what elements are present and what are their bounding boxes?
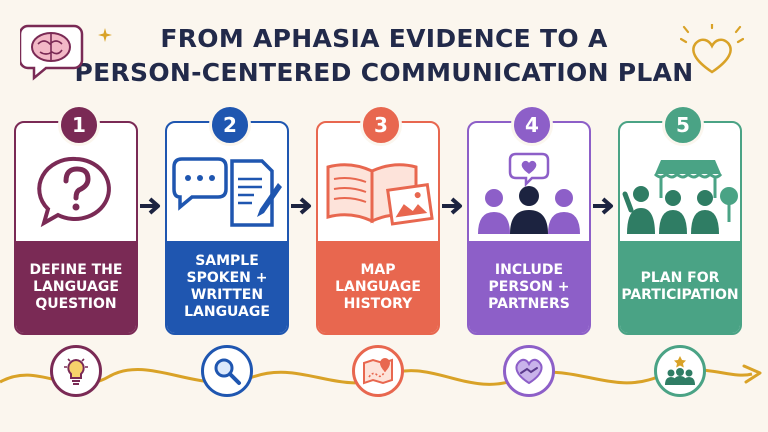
step-4-label-line: INCLUDE [494, 261, 564, 278]
step-label-2: SAMPLE SPOKEN + WRITTEN LANGUAGE [167, 241, 287, 333]
step-label-5: PLAN FOR PARTICIPATION [620, 241, 740, 333]
step-1-label-line: DEFINE THE [29, 261, 123, 278]
step-card-3: MAP LANGUAGE HISTORY [316, 121, 440, 335]
step-1-label-line: LANGUAGE [33, 278, 119, 295]
handshake-heart-icon [503, 345, 555, 397]
arrow-right-icon [593, 197, 613, 215]
step-card-2: SAMPLE SPOKEN + WRITTEN LANGUAGE [165, 121, 289, 335]
page-title-line-2: PERSON-CENTERED COMMUNICATION PLAN [74, 58, 694, 87]
brain-speech-icon [20, 24, 84, 81]
lightbulb-icon [50, 345, 102, 397]
arrow-right-icon [140, 197, 160, 215]
step-card-4: INCLUDE PERSON + PARTNERS [467, 121, 591, 335]
page-title-line-1: FROM APHASIA EVIDENCE TO A [160, 24, 608, 53]
step-2-label-line: SAMPLE [195, 253, 259, 269]
question-bubble-icon [37, 156, 111, 228]
step-number-4: 4 [511, 104, 553, 146]
step-2-label-line: WRITTEN [190, 287, 264, 303]
step-2-label-line: SPOKEN + [186, 270, 268, 286]
step-number-1: 1 [58, 104, 100, 146]
step-label-1: DEFINE THE LANGUAGE QUESTION [16, 241, 136, 333]
step-4-label-line: PARTNERS [488, 295, 570, 312]
step-label-3: MAP LANGUAGE HISTORY [318, 241, 438, 333]
step-label-4: INCLUDE PERSON + PARTNERS [469, 241, 589, 333]
arrow-right-icon [291, 197, 311, 215]
heart-icon [680, 24, 744, 74]
speech-and-document-icon [172, 157, 282, 227]
community-market-icon [622, 160, 738, 234]
step-card-1: DEFINE THE LANGUAGE QUESTION [14, 121, 138, 335]
step-4-label-line: PERSON + [488, 278, 570, 295]
step-3-label-line: MAP [360, 261, 396, 278]
step-3-label-line: HISTORY [343, 295, 413, 312]
step-card-5: PLAN FOR PARTICIPATION [618, 121, 742, 335]
step-number-3: 3 [360, 104, 402, 146]
sparkle-icon [98, 28, 112, 42]
map-pin-icon [352, 345, 404, 397]
step-1-label-line: QUESTION [35, 295, 117, 312]
step-5-label-line: PARTICIPATION [621, 287, 739, 303]
people-heart-icon [478, 152, 580, 234]
group-star-icon [654, 345, 706, 397]
step-number-5: 5 [662, 104, 704, 146]
step-3-label-line: LANGUAGE [335, 278, 421, 295]
arrow-right-icon [442, 197, 462, 215]
book-and-photo-icon [326, 163, 434, 226]
magnifier-icon [201, 345, 253, 397]
step-number-2: 2 [209, 104, 251, 146]
step-5-label-line: PLAN FOR [640, 270, 720, 286]
step-2-label-line: LANGUAGE [184, 304, 270, 320]
